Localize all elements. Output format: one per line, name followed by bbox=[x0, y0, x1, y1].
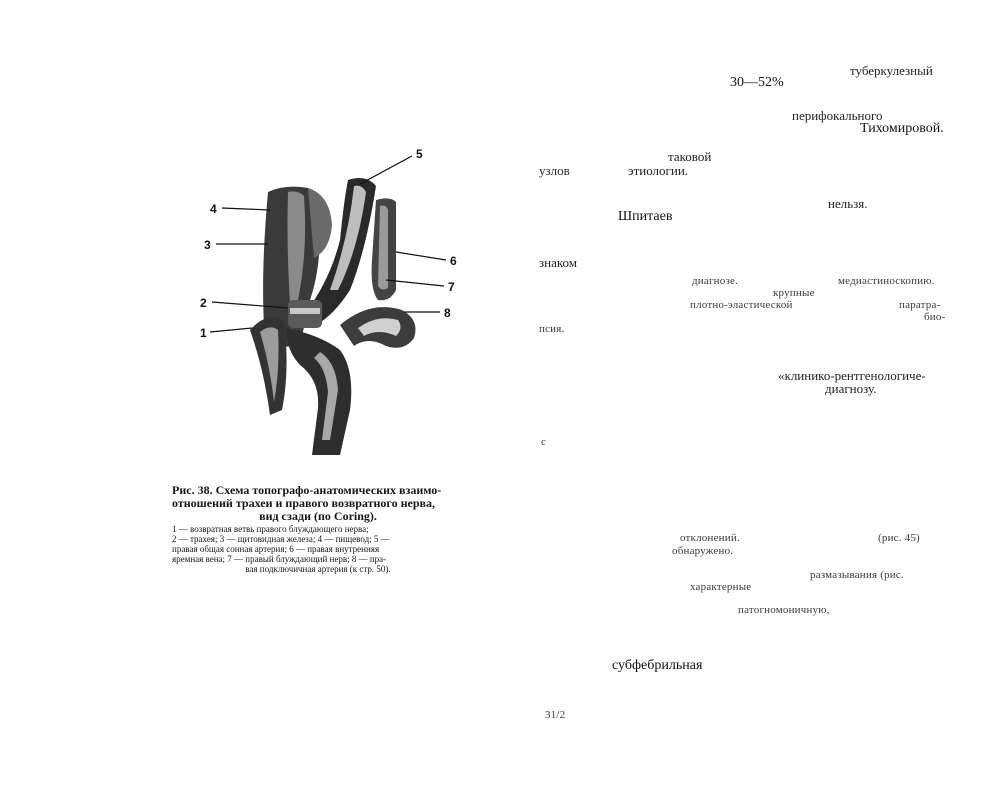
esophagus-highlight bbox=[287, 191, 306, 330]
text-fragment: патогномоничную, bbox=[738, 604, 830, 616]
text-fragment: субфебрильная bbox=[612, 658, 703, 673]
figure-label-7: 7 bbox=[448, 280, 455, 294]
thyroid-shape bbox=[308, 188, 332, 258]
text-fragment: био- bbox=[924, 311, 946, 323]
text-fragment: псия. bbox=[539, 323, 565, 335]
text-fragment: размазывания (рис. bbox=[810, 569, 904, 581]
caption-title-line: вид сзади (по Coring). bbox=[259, 509, 377, 523]
text-fragment: туберкулезный bbox=[850, 63, 933, 78]
caption-legend-line: 2 — трахея; 3 — щитовидная железа; 4 — п… bbox=[172, 534, 390, 544]
text-fragment: узлов bbox=[539, 163, 570, 178]
caption-legend: 1 — возвратная ветвь правого блуждающего… bbox=[172, 524, 464, 574]
figure-label-4: 4 bbox=[210, 202, 217, 216]
text-fragment: диагнозе. bbox=[692, 275, 739, 287]
figure-caption: Рис. 38. Схема топографо-анатомических в… bbox=[172, 484, 464, 575]
text-fragment: обнаружено. bbox=[672, 545, 734, 557]
recurrent-highlight bbox=[260, 327, 279, 402]
text-fragment: таковой bbox=[668, 149, 712, 164]
text-fragment: знаком bbox=[539, 255, 577, 270]
caption-title-line: отношений трахеи и правого возвратного н… bbox=[172, 496, 435, 510]
caption-legend-line: яремная вена; 7 — правый блуждающий нерв… bbox=[172, 554, 387, 564]
text-fragment: паратра- bbox=[899, 299, 941, 311]
text-fragment: медиастиноскопию. bbox=[838, 275, 935, 287]
anatomy-figure: 4 3 2 1 5 6 7 8 bbox=[200, 147, 457, 455]
text-fragment: (рис. 45) bbox=[878, 532, 920, 544]
caption-legend-line: вая подключичная артерия (к стр. 50). bbox=[245, 564, 391, 574]
caption-title-line: Рис. 38. Схема топографо-анатомических в… bbox=[172, 483, 442, 497]
figure-label-6: 6 bbox=[450, 254, 457, 268]
text-fragment: перифокального bbox=[792, 108, 883, 123]
subclavian-highlight bbox=[358, 318, 401, 336]
text-fragment: характерные bbox=[690, 581, 752, 593]
carotid-highlight bbox=[330, 185, 366, 290]
figure-label-8: 8 bbox=[444, 306, 451, 320]
text-fragment: отклонений. bbox=[680, 532, 740, 544]
text-fragment: крупные bbox=[773, 287, 815, 299]
figure-label-5: 5 bbox=[416, 147, 423, 161]
caption-title: Рис. 38. Схема топографо-анатомических в… bbox=[172, 484, 464, 523]
text-fragment: нельзя. bbox=[828, 196, 868, 211]
text-fragment: диагнозу. bbox=[825, 381, 877, 396]
text-fragment: «клинико-рентгенологиче- bbox=[778, 368, 926, 383]
figure-label-3: 3 bbox=[204, 238, 211, 252]
caption-legend-line: 1 — возвратная ветвь правого блуждающего… bbox=[172, 524, 369, 534]
jugular-highlight bbox=[378, 205, 388, 290]
caption-legend-line: правая общая сонная артерия; 6 — правая … bbox=[172, 544, 380, 554]
text-fragment: с bbox=[541, 436, 547, 448]
text-fragment: Тихомировой. bbox=[860, 121, 944, 136]
figure-label-2: 2 bbox=[200, 296, 207, 310]
page-number: 31/2 bbox=[545, 709, 566, 721]
text-fragment: плотно-эластической bbox=[690, 299, 793, 311]
text-fragment: 30—52% bbox=[730, 75, 784, 90]
lower-trunk-shape bbox=[286, 328, 352, 455]
lower-trunk-highlight bbox=[314, 352, 338, 440]
trachea-ring bbox=[290, 308, 320, 314]
text-fragment: Шпитаев bbox=[618, 209, 673, 224]
leader-lines bbox=[209, 155, 447, 333]
text-fragment: этиологии. bbox=[628, 163, 689, 178]
figure-label-1: 1 bbox=[200, 326, 207, 340]
